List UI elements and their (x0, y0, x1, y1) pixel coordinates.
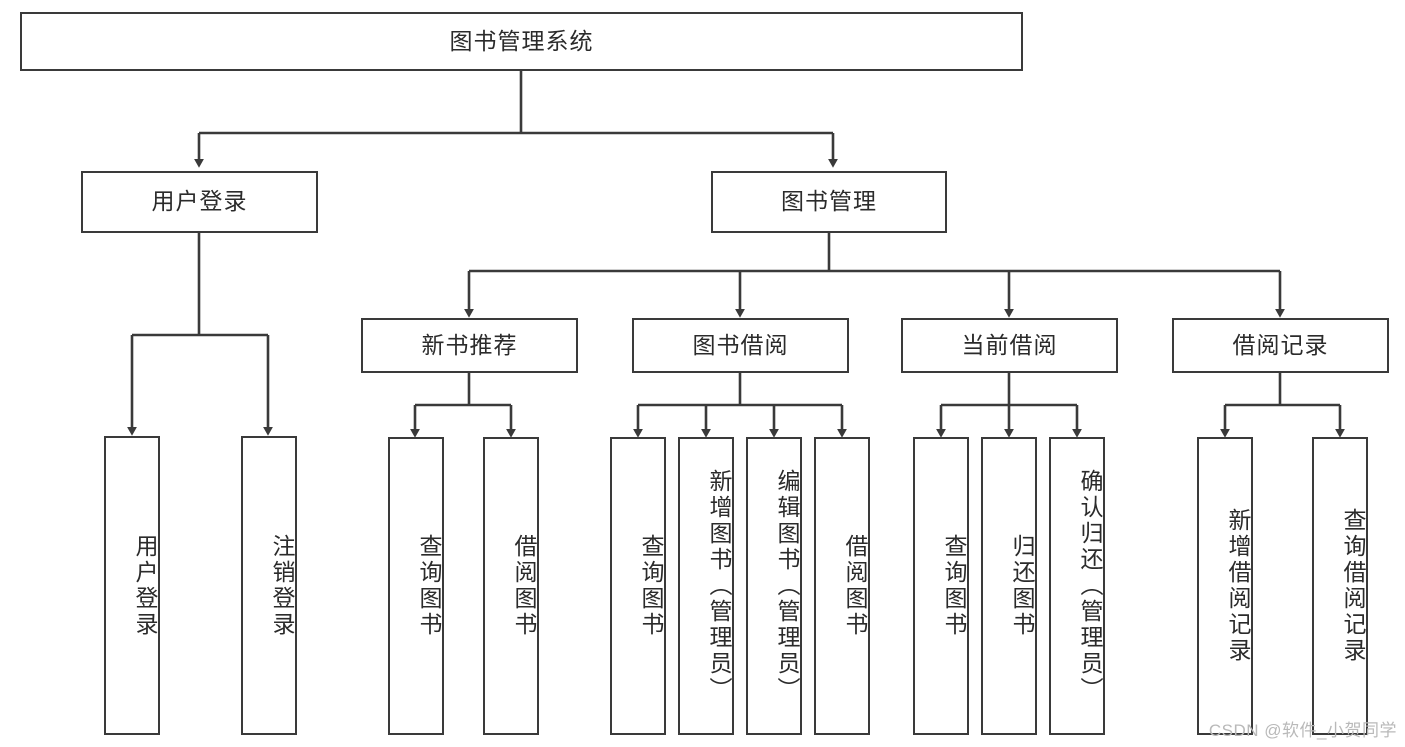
leaf-current-return-book[interactable]: 归还图书 (981, 437, 1037, 735)
leaf-borrow-query-book-label: 查询图书 (638, 534, 664, 638)
node-root[interactable]: 图书管理系统 (20, 12, 1023, 71)
leaf-borrow-borrow-book[interactable]: 借阅图书 (814, 437, 870, 735)
leaf-borrow-borrow-book-label: 借阅图书 (842, 534, 868, 638)
leaf-recommend-borrow-book-label: 借阅图书 (511, 534, 537, 638)
leaf-borrow-query-book[interactable]: 查询图书 (610, 437, 666, 735)
leaf-current-query-book[interactable]: 查询图书 (913, 437, 969, 735)
leaf-user-login-logout[interactable]: 注销登录 (241, 436, 297, 735)
leaf-borrow-add-book-label: 新增图书（管理员） (706, 469, 732, 703)
node-root-label: 图书管理系统 (449, 27, 594, 54)
watermark: CSDN @软件_小贺同学 (1208, 721, 1397, 740)
node-user-login-label: 用户登录 (151, 188, 248, 215)
node-current-borrow-label: 当前借阅 (961, 331, 1058, 358)
leaf-user-login-login[interactable]: 用户登录 (104, 436, 160, 735)
node-book-borrow[interactable]: 图书借阅 (632, 318, 849, 373)
node-current-borrow[interactable]: 当前借阅 (901, 318, 1118, 373)
node-book-management[interactable]: 图书管理 (711, 171, 947, 233)
node-book-management-label: 图书管理 (781, 188, 877, 215)
leaf-record-add-record-label: 新增借阅记录 (1225, 508, 1251, 664)
leaf-borrow-edit-book[interactable]: 编辑图书（管理员） (746, 437, 802, 735)
node-new-book-recommend-label: 新书推荐 (421, 331, 518, 358)
leaf-user-login-logout-label: 注销登录 (269, 533, 295, 638)
leaf-record-query-record[interactable]: 查询借阅记录 (1312, 437, 1368, 735)
leaf-recommend-query-book-label: 查询图书 (416, 534, 442, 638)
leaf-current-confirm-return[interactable]: 确认归还（管理员） (1049, 437, 1105, 735)
leaf-current-confirm-return-label: 确认归还（管理员） (1077, 469, 1103, 703)
leaf-borrow-add-book[interactable]: 新增图书（管理员） (678, 437, 734, 735)
node-new-book-recommend[interactable]: 新书推荐 (361, 318, 578, 373)
leaf-record-query-record-label: 查询借阅记录 (1340, 508, 1366, 664)
node-book-borrow-label: 图书借阅 (692, 331, 789, 358)
leaf-record-add-record[interactable]: 新增借阅记录 (1197, 437, 1253, 735)
leaf-current-query-book-label: 查询图书 (941, 534, 967, 638)
node-user-login[interactable]: 用户登录 (81, 171, 318, 233)
leaf-borrow-edit-book-label: 编辑图书（管理员） (774, 469, 800, 703)
leaf-recommend-query-book[interactable]: 查询图书 (388, 437, 444, 735)
node-borrow-record[interactable]: 借阅记录 (1172, 318, 1389, 373)
leaf-recommend-borrow-book[interactable]: 借阅图书 (483, 437, 539, 735)
leaf-current-return-book-label: 归还图书 (1009, 534, 1035, 638)
leaf-user-login-login-label: 用户登录 (132, 533, 158, 638)
node-borrow-record-label: 借阅记录 (1232, 331, 1329, 358)
